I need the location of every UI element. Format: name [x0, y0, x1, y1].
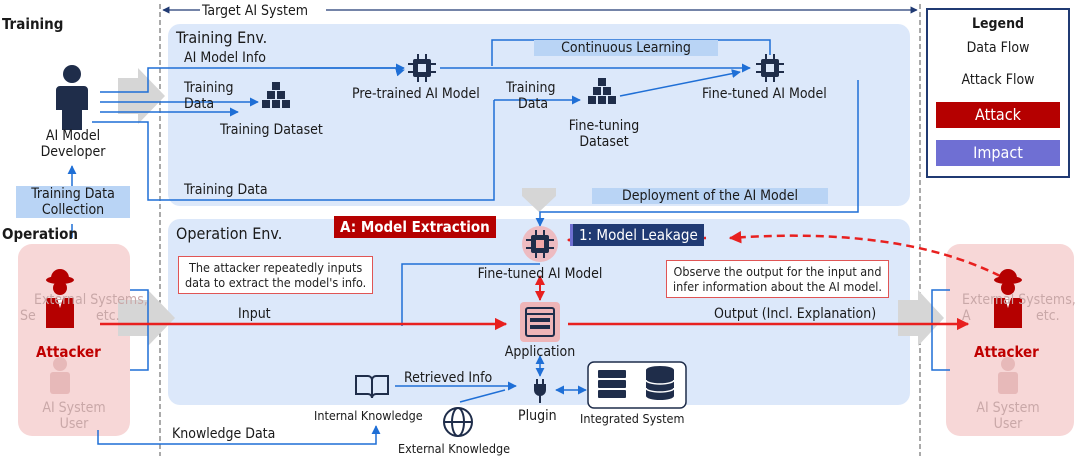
plugin-label: Plugin	[518, 408, 557, 424]
target-system-bracket	[159, 4, 921, 456]
knowledge-data-label: Knowledge Data	[172, 426, 276, 442]
faded-user-icons	[50, 357, 1018, 394]
left-attacker-icon	[46, 269, 74, 328]
finetuned-chip-icon	[756, 54, 784, 82]
developer-label: AI Model Developer	[40, 128, 106, 160]
legend-title: Legend	[971, 16, 1025, 32]
callout-right: Observe the output for the input and inf…	[666, 260, 889, 298]
ai-model-info-label: AI Model Info	[184, 50, 266, 66]
internal-knowledge-label: Internal Knowledge	[314, 408, 423, 423]
operation-env-title: Operation Env.	[176, 224, 283, 243]
developer-icon	[56, 65, 88, 130]
application-icon	[520, 302, 560, 342]
impact-label-model-leakage: 1: Model Leakage	[570, 224, 704, 246]
integrated-system-icon	[587, 361, 687, 409]
output-label: Output (Incl. Explanation)	[714, 306, 877, 322]
right-attacker-label: Attacker	[974, 343, 1039, 361]
finetuning-dataset-label: Fine-tuning Dataset	[568, 118, 640, 150]
finetuning-dataset-icon	[588, 78, 616, 104]
callout-left: The attacker repeatedly inputs data to e…	[178, 256, 374, 294]
target-system-label: Target AI System	[202, 3, 308, 19]
legend-attack: Attack	[936, 102, 1060, 128]
right-ext-systems-line2: A	[962, 308, 971, 324]
phase-training: Training	[2, 15, 64, 33]
training-env-title: Training Env.	[176, 28, 268, 47]
left-attacker-label: Attacker	[36, 343, 101, 361]
right-ext-systems-line1: External Systems,	[962, 292, 1076, 308]
continuous-learning-label: Continuous Learning	[534, 40, 718, 56]
retrieved-info-label: Retrieved Info	[404, 370, 493, 386]
training-data-label-1: Training	[184, 80, 234, 96]
globe-icon	[443, 407, 473, 437]
left-ext-systems-line3: etc.	[96, 308, 120, 324]
left-user-panel	[18, 244, 130, 436]
training-data-bottom-label: Training Data	[184, 182, 268, 198]
training-data-collection-label: Training Data Collection	[16, 186, 130, 218]
left-ext-systems-line1: External Systems,	[34, 292, 148, 308]
plugin-icon	[534, 379, 546, 403]
legend-attack-flow: Attack Flow	[961, 72, 1035, 88]
grey-flow-arrows	[118, 68, 944, 346]
right-user-label: AI System User	[976, 400, 1040, 432]
operation-chip-icon	[522, 226, 558, 262]
deployment-label: Deployment of the AI Model	[592, 188, 828, 204]
pretrained-model-label: Pre-trained AI Model	[352, 86, 480, 102]
right-attacker-icon	[994, 269, 1022, 328]
external-knowledge-label: External Knowledge	[398, 441, 511, 456]
input-label: Input	[238, 306, 271, 322]
left-ext-systems-line2: Se	[20, 308, 36, 324]
book-icon	[355, 375, 389, 399]
training-data-label-2: Data	[184, 96, 215, 112]
integrated-system-label: Integrated System	[580, 411, 685, 426]
left-user-label: AI System User	[42, 400, 106, 432]
training-data-label-3: Training	[506, 80, 556, 96]
legend-box: Legend Data Flow Attack Flow Attack Impa…	[926, 8, 1070, 178]
right-ext-systems-line3: etc.	[1036, 308, 1060, 324]
application-label: Application	[504, 344, 576, 360]
training-data-label-4: Data	[518, 96, 549, 112]
training-dataset-label: Training Dataset	[220, 122, 323, 138]
phase-operation: Operation	[2, 225, 79, 243]
legend-data-flow: Data Flow	[966, 40, 1030, 56]
finetuned-model-label: Fine-tuned AI Model	[702, 86, 827, 102]
attack-label-model-extraction: A: Model Extraction	[334, 216, 496, 238]
pretrained-chip-icon	[408, 54, 436, 82]
training-dataset-icon	[262, 82, 290, 108]
legend-impact: Impact	[936, 140, 1060, 166]
operation-finetuned-model-label: Fine-tuned AI Model	[477, 266, 603, 282]
